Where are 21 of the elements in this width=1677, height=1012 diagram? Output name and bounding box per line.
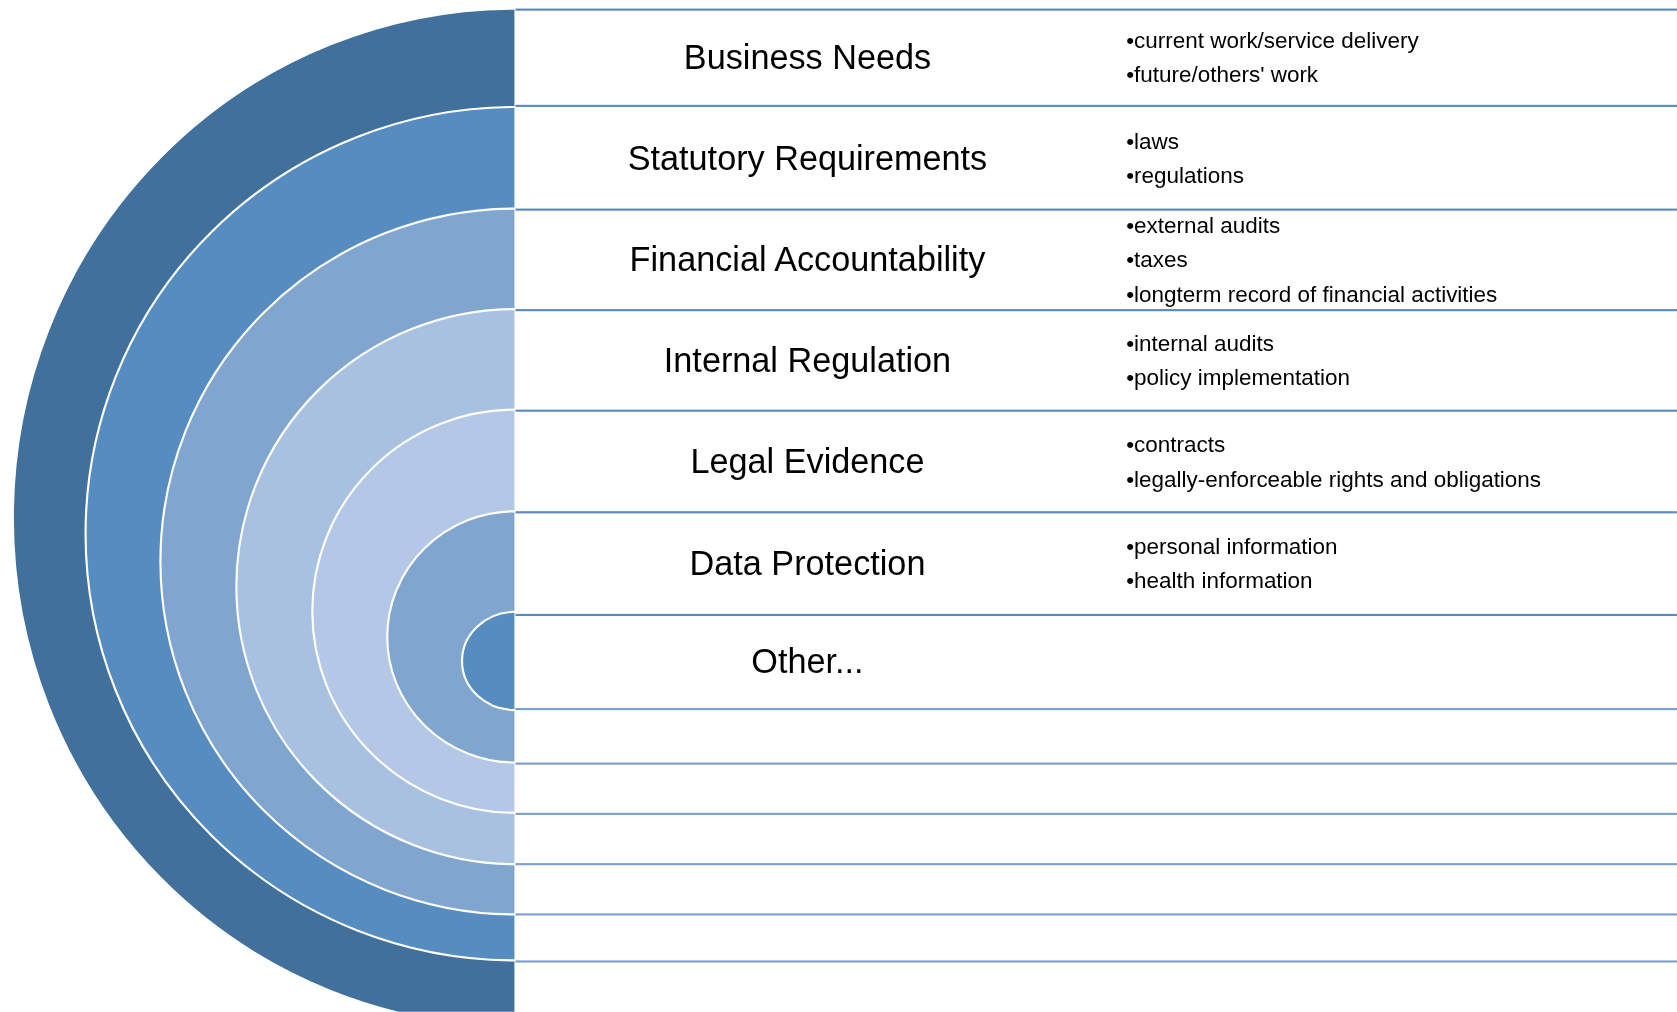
bullet-item: •future/others' work bbox=[1126, 61, 1320, 89]
bullet-item: •longterm record of financial activities bbox=[1126, 280, 1498, 309]
bullet-item: •personal information bbox=[1126, 532, 1338, 561]
row-heading: Internal Regulation bbox=[662, 340, 953, 381]
bullet-item: •laws bbox=[1126, 126, 1180, 155]
row-heading: Data Protection bbox=[688, 543, 927, 584]
row-band bbox=[515, 208, 1677, 310]
bullet-item: •internal audits bbox=[1126, 329, 1275, 358]
bullet-item: •legally-enforceable rights and obligations bbox=[1126, 464, 1542, 494]
bullet-item: •policy implementation bbox=[1126, 363, 1351, 392]
bullet-item: •regulations bbox=[1126, 161, 1244, 190]
bullet-item: •health information bbox=[1126, 566, 1314, 595]
row-heading: Legal Evidence bbox=[689, 441, 926, 482]
row-heading: Other... bbox=[750, 642, 865, 682]
row-heading: Business Needs bbox=[682, 37, 933, 78]
row-heading: Statutory Requirements bbox=[626, 137, 989, 178]
bullet-item: •taxes bbox=[1126, 246, 1189, 274]
bullet-item: •contracts bbox=[1126, 430, 1227, 459]
bullet-item: •external audits bbox=[1126, 211, 1282, 240]
row-heading: Financial Accountability bbox=[628, 240, 987, 280]
bullet-item: •current work/service delivery bbox=[1126, 26, 1419, 55]
